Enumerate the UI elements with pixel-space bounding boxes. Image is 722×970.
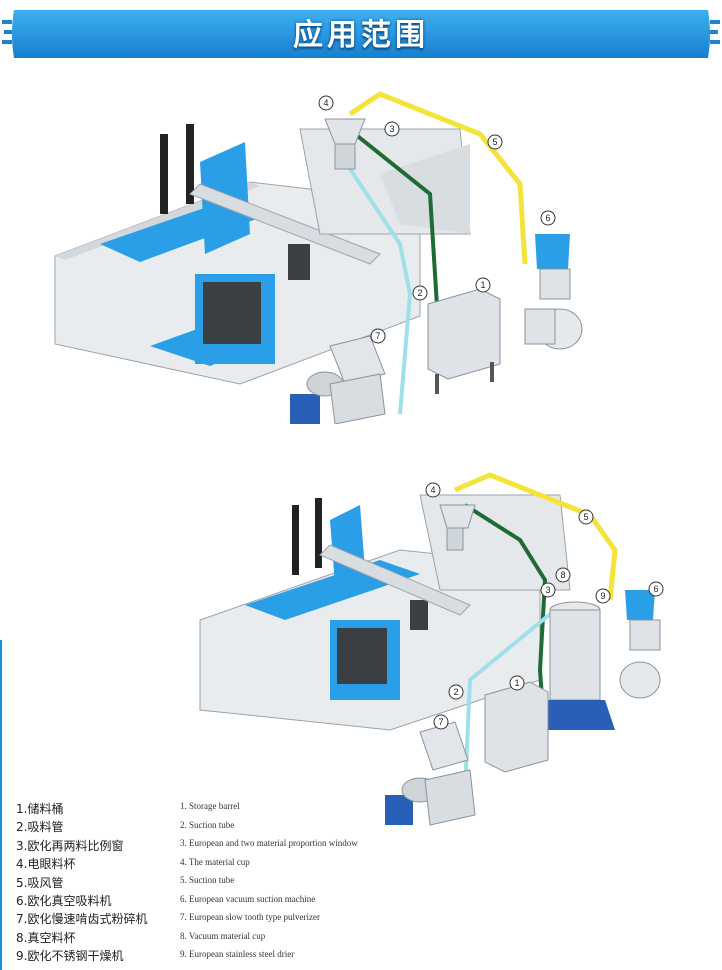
callout-3: 3 xyxy=(545,585,550,595)
legend-en-item: 5. Suction tube xyxy=(180,875,235,885)
legend-en-item: 3. European and two material proportion … xyxy=(180,838,358,848)
legend-english: 1. Storage barrel 2. Suction tube 3. Eur… xyxy=(180,797,358,964)
stainless-steel-drier xyxy=(535,601,615,730)
diagram-top: 4 3 5 6 1 2 7 xyxy=(54,91,583,424)
legend-en-item: 6. European vacuum suction machine xyxy=(180,893,316,904)
callout-7: 7 xyxy=(375,331,380,341)
legend-zh-item: 9.欧化不锈钢干燥机 xyxy=(16,949,124,964)
vacuum-suction-machine xyxy=(524,234,583,350)
callout-1: 1 xyxy=(480,280,485,290)
callout-8: 8 xyxy=(560,570,565,580)
legend-zh-item: 5.吸风管 xyxy=(16,875,64,890)
legend-zh-item: 3.欧化再两料比例窗 xyxy=(16,838,124,853)
material-cup xyxy=(324,118,366,170)
material-cup xyxy=(439,504,476,551)
callout-6: 6 xyxy=(653,584,658,594)
left-accent-rule xyxy=(0,640,2,970)
storage-barrel xyxy=(484,681,549,773)
callout-5: 5 xyxy=(583,512,588,522)
vacuum-suction-machine xyxy=(619,590,661,699)
suction-tube-cyan xyxy=(463,608,557,791)
suction-tube-yellow xyxy=(348,91,528,265)
legend-zh-item: 7.欧化慢速啃齿式粉碎机 xyxy=(16,912,148,927)
storage-barrel xyxy=(427,288,501,394)
callout-4: 4 xyxy=(430,485,435,495)
callout-6: 6 xyxy=(545,213,550,223)
pulverizer xyxy=(290,335,386,424)
callout-7: 7 xyxy=(438,717,443,727)
legend-en-item: 4. The material cup xyxy=(180,856,250,867)
callout-2: 2 xyxy=(417,288,422,298)
legend-en-item: 8. Vacuum material cup xyxy=(180,930,266,941)
callout-1: 1 xyxy=(514,678,519,688)
legend-en-item: 2. Suction tube xyxy=(180,819,235,830)
pulverizer xyxy=(385,721,476,826)
header-banner xyxy=(2,10,720,58)
callout-4: 4 xyxy=(323,98,328,108)
callout-2: 2 xyxy=(453,687,458,697)
legend-en-item: 9. European stainless steel drier xyxy=(180,949,295,959)
legend-zh-item: 4.电眼料杯 xyxy=(16,857,76,872)
legend-zh-item: 2.吸料管 xyxy=(16,820,64,835)
suction-tube-green xyxy=(353,132,442,355)
legend-zh-item: 8.真空料杯 xyxy=(16,930,76,945)
callout-9: 9 xyxy=(600,591,605,601)
callout-5: 5 xyxy=(492,137,497,147)
legend-zh-item: 1.储料桶 xyxy=(16,802,64,816)
legend-zh-item: 6.欧化真空吸料机 xyxy=(16,894,112,909)
callout-3: 3 xyxy=(389,124,394,134)
page-title: 应用范围 xyxy=(293,18,429,53)
suction-tube-cyan xyxy=(338,152,413,415)
diagram-bottom: 4 5 8 3 9 6 1 2 7 xyxy=(199,472,664,826)
legend-en-item: 1. Storage barrel xyxy=(180,801,240,811)
legend-en-item: 7. European slow tooth type pulverizer xyxy=(180,912,320,922)
legend-chinese: 1.储料桶 2.吸料管 3.欧化再两料比例窗 4.电眼料杯 5.吸风管 6.欧化… xyxy=(16,800,147,966)
